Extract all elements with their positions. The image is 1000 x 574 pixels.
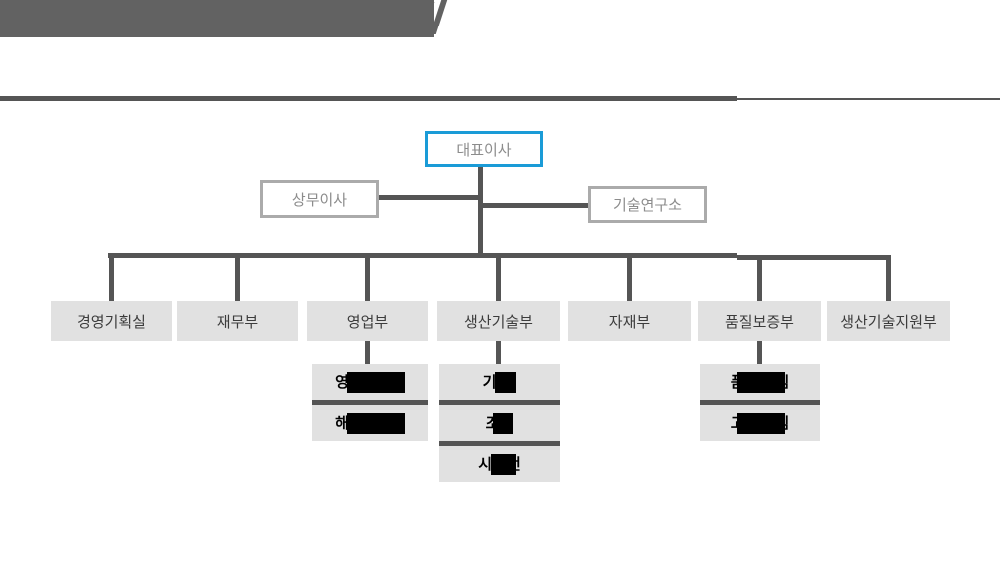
org-node-advisor-right-label: 기술연구소 — [612, 197, 682, 214]
team-separator-production-tech-2 — [439, 441, 560, 446]
connector-stub-quality-assurance — [757, 341, 762, 364]
org-node-ceo-label: 대표이사 — [456, 141, 512, 159]
connector-drop-finance — [235, 253, 240, 301]
dept-label-sales: 영업부 — [346, 313, 389, 331]
team-label-redaction-quality-assurance-1 — [736, 412, 785, 434]
team-label-redaction-sales-0 — [346, 371, 405, 393]
org-node-advisor-left: 상무이사 — [260, 180, 379, 218]
team-label-redaction-quality-assurance-0 — [736, 371, 785, 393]
dept-box-management-planning: 경영기획실 — [51, 301, 172, 341]
connector-advisor-right — [483, 203, 590, 208]
dept-box-materials: 자재부 — [568, 301, 691, 341]
team-separator-quality-assurance-1 — [700, 400, 820, 405]
divider-line-left — [0, 96, 737, 101]
header-slash-dot-icon — [425, 26, 439, 34]
connector-drop-production-tech-support — [886, 255, 891, 301]
team-box-quality-assurance-1: 고팀 — [700, 405, 820, 441]
dept-box-production-tech: 생산기술부 — [437, 301, 560, 341]
dept-box-production-tech-support: 생산기술지원부 — [827, 301, 950, 341]
team-box-quality-assurance-0: 품팀 — [700, 364, 820, 400]
team-label-end-production-tech-2: 전 — [507, 455, 521, 473]
header-bar — [0, 0, 434, 37]
dept-box-quality-assurance: 품질보증부 — [698, 301, 821, 341]
team-stack-quality-assurance: 품팀고팀 — [700, 364, 820, 441]
connector-drop-materials — [627, 253, 632, 301]
team-label-end-quality-assurance-0: 팀 — [775, 373, 790, 391]
connector-stub-sales — [365, 341, 370, 364]
connector-trunk — [478, 166, 483, 258]
team-box-production-tech-0: 기 — [439, 364, 560, 400]
team-label-end-quality-assurance-1: 팀 — [775, 414, 790, 432]
connector-stub-production-tech — [496, 341, 501, 364]
org-node-advisor-left-label: 상무이사 — [291, 191, 348, 209]
org-node-ceo: 대표이사 — [425, 131, 543, 167]
connector-main-left — [108, 253, 737, 258]
team-box-sales-1: 해 — [312, 405, 428, 441]
team-label-start-production-tech-2: 시 — [478, 455, 492, 473]
connector-main-right — [737, 255, 891, 260]
header-slash-icon — [432, 0, 448, 26]
team-label-start-sales-1: 해 — [335, 414, 349, 432]
dept-label-production-tech-support: 생산기술지원부 — [840, 313, 937, 331]
team-stack-production-tech: 기조시전 — [439, 364, 560, 482]
team-separator-sales-1 — [312, 400, 428, 405]
dept-box-finance: 재무부 — [177, 301, 298, 341]
team-label-redaction-production-tech-0 — [495, 371, 517, 393]
connector-drop-sales — [365, 253, 370, 301]
team-label-redaction-sales-1 — [346, 412, 405, 434]
team-label-start-production-tech-0: 기 — [482, 373, 497, 391]
team-separator-production-tech-1 — [439, 400, 560, 405]
dept-label-finance: 재무부 — [216, 313, 259, 331]
org-node-advisor-right: 기술연구소 — [588, 186, 707, 223]
dept-label-materials: 자재부 — [608, 313, 651, 331]
team-label-redaction-production-tech-1 — [493, 412, 514, 434]
connector-drop-management-planning — [109, 253, 114, 301]
divider-line-right — [737, 98, 1000, 100]
connector-drop-quality-assurance — [757, 255, 762, 301]
dept-box-sales: 영업부 — [307, 301, 428, 341]
team-box-production-tech-1: 조 — [439, 405, 560, 441]
dept-label-quality-assurance: 품질보증부 — [724, 313, 794, 331]
team-label-start-sales-0: 영 — [335, 373, 349, 391]
connector-advisor-left — [376, 195, 478, 200]
team-label-redaction-production-tech-2 — [491, 453, 516, 475]
dept-label-production-tech: 생산기술부 — [463, 313, 533, 331]
connector-drop-production-tech — [496, 253, 501, 301]
team-box-sales-0: 영 — [312, 364, 428, 400]
dept-label-management-planning: 경영기획실 — [76, 313, 146, 331]
